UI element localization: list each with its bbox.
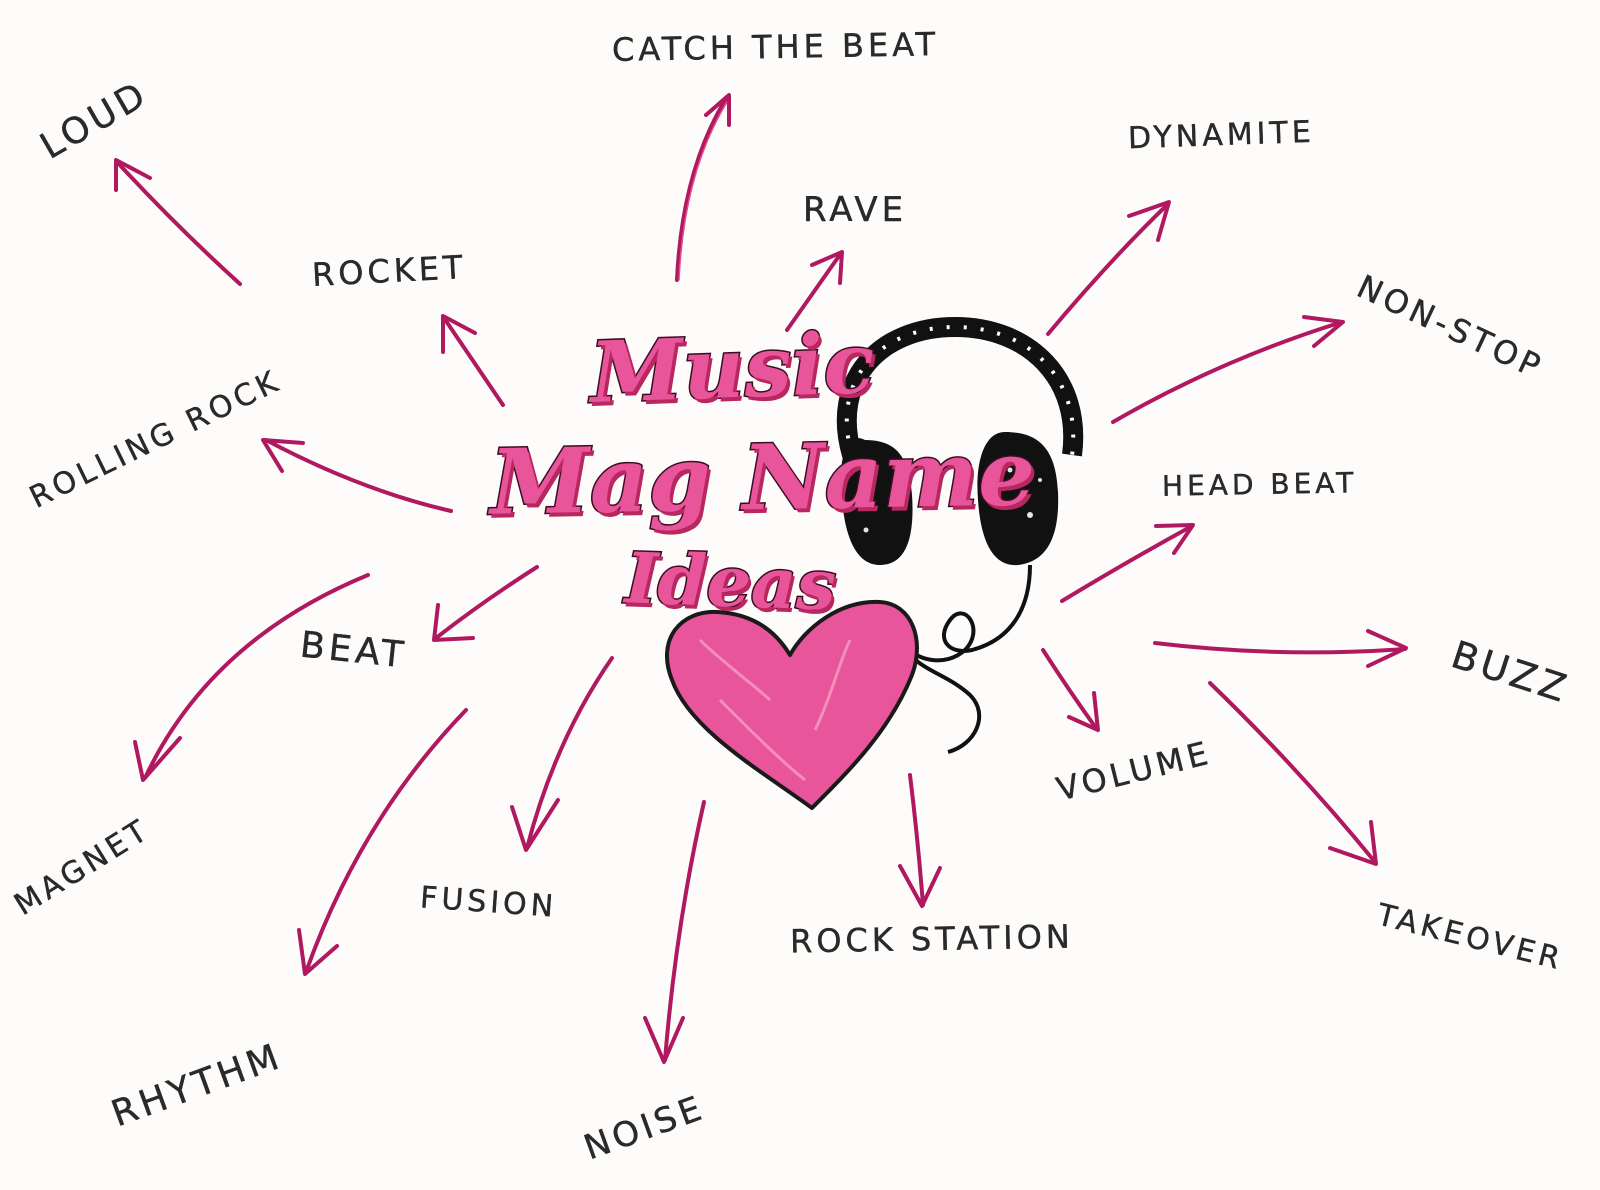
arrow-rocket xyxy=(441,314,505,407)
heart-icon xyxy=(665,599,919,810)
arrow-rolling-rock xyxy=(261,438,453,513)
arrow-magnet xyxy=(133,573,370,782)
arrow-fusion xyxy=(510,656,614,852)
arrow-noise xyxy=(643,800,706,1064)
arrow-beat xyxy=(432,565,539,642)
arrow-loud xyxy=(114,158,242,286)
word-rock-station: ROCK STATION xyxy=(789,917,1075,961)
title-line-music: Music xyxy=(587,312,878,424)
arrow-dynamite xyxy=(1046,200,1171,336)
arrow-rock-station xyxy=(898,773,942,908)
title-line-ideas: Ideas xyxy=(622,535,839,628)
arrow-catch-the-beat xyxy=(675,93,731,282)
word-dynamite: DYNAMITE xyxy=(1127,114,1316,157)
headphones-icon xyxy=(836,316,1084,754)
arrow-takeover xyxy=(1208,681,1378,866)
arrow-head-beat xyxy=(1060,523,1195,603)
arrow-rave xyxy=(785,250,844,332)
arrow-volume xyxy=(1041,648,1100,732)
word-rave: RAVE xyxy=(803,190,908,230)
word-head-beat: HEAD BEAT xyxy=(1161,466,1358,503)
word-catch-the-beat: CATCH THE BEAT xyxy=(611,25,940,69)
word-rocket: ROCKET xyxy=(311,247,468,295)
arrow-rhythm xyxy=(297,708,468,976)
title-line-mag-name: Mag Name xyxy=(488,419,1038,538)
arrow-buzz xyxy=(1153,629,1408,668)
arrow-non-stop xyxy=(1111,315,1345,424)
arrows xyxy=(114,93,1408,1064)
